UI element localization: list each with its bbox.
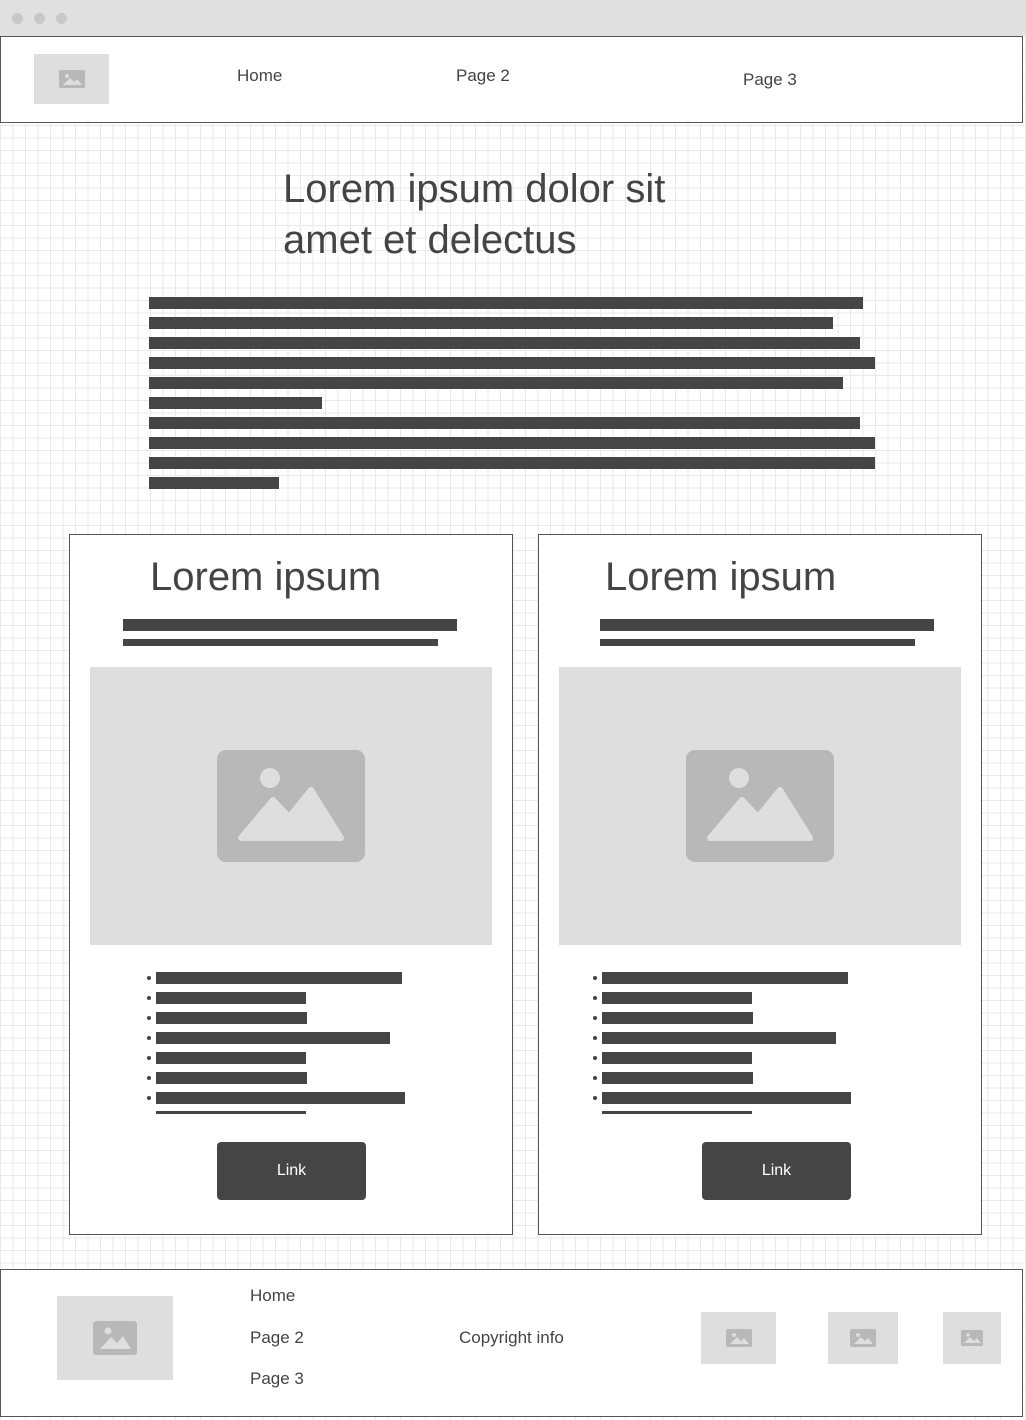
- list-item: [156, 1092, 405, 1104]
- window-minimize-dot[interactable]: [34, 13, 45, 24]
- card-link-button[interactable]: Link: [702, 1142, 851, 1200]
- image-placeholder-icon: [725, 1329, 752, 1347]
- text-line: [149, 377, 843, 389]
- window-maximize-dot[interactable]: [56, 13, 67, 24]
- text-line: [149, 357, 875, 369]
- card-title: Lorem ipsum: [605, 555, 837, 599]
- card-image: [90, 667, 492, 945]
- list-item: [602, 1111, 752, 1114]
- list-item: [602, 1092, 851, 1104]
- bullet: [147, 976, 151, 980]
- window-close-dot[interactable]: [12, 13, 23, 24]
- bullet: [593, 976, 597, 980]
- card: Lorem ipsum Link: [69, 534, 513, 1235]
- nav-home-link[interactable]: Home: [237, 66, 283, 85]
- bullet: [147, 1036, 151, 1040]
- list-item: [602, 1012, 753, 1024]
- bullet: [147, 1096, 151, 1100]
- nav-page2-link[interactable]: Page 2: [456, 66, 510, 85]
- text-line: [149, 477, 279, 489]
- image-placeholder-icon: [217, 750, 365, 862]
- list-item: [602, 1052, 752, 1064]
- social-icon[interactable]: [828, 1312, 898, 1364]
- list-item: [156, 992, 306, 1004]
- image-placeholder-icon: [686, 750, 834, 862]
- copyright-text: Copyright info: [459, 1328, 564, 1347]
- card-link-button[interactable]: Link: [217, 1142, 366, 1200]
- list-item: [602, 972, 848, 984]
- bullet: [593, 1016, 597, 1020]
- bullet: [593, 1036, 597, 1040]
- bullet: [593, 1076, 597, 1080]
- card-title: Lorem ipsum: [150, 555, 382, 599]
- image-placeholder-icon: [93, 1321, 137, 1355]
- image-placeholder-icon: [961, 1330, 983, 1346]
- bullet: [593, 1096, 597, 1100]
- list-item: [602, 992, 752, 1004]
- page-title: Lorem ipsum dolor sit amet et delectus: [283, 164, 763, 266]
- bullet: [593, 1056, 597, 1060]
- image-placeholder-icon: [58, 70, 85, 88]
- card: Lorem ipsum Link: [538, 534, 982, 1235]
- text-line: [149, 437, 875, 449]
- list-item: [602, 1032, 836, 1044]
- bullet: [147, 996, 151, 1000]
- browser-chrome: [0, 0, 1026, 36]
- text-line: [149, 297, 863, 309]
- text-line: [600, 619, 934, 631]
- list-item: [156, 972, 402, 984]
- list-item: [156, 1072, 307, 1084]
- text-line: [149, 337, 860, 349]
- footer-page3-link[interactable]: Page 3: [250, 1369, 304, 1388]
- list-item: [156, 1032, 390, 1044]
- text-line: [149, 417, 860, 429]
- site-header: [0, 36, 1023, 123]
- list-item: [156, 1111, 306, 1114]
- social-icon[interactable]: [701, 1312, 776, 1364]
- page-title-line2: amet et delectus: [283, 218, 577, 262]
- text-line: [149, 397, 322, 409]
- footer-logo[interactable]: [57, 1296, 173, 1380]
- list-item: [602, 1072, 753, 1084]
- card-image: [559, 667, 961, 945]
- nav-page3-link[interactable]: Page 3: [743, 70, 797, 89]
- bullet: [593, 996, 597, 1000]
- image-placeholder-icon: [850, 1329, 876, 1347]
- list-item: [156, 1012, 307, 1024]
- logo[interactable]: [34, 54, 109, 104]
- text-line: [149, 457, 875, 469]
- list-item: [156, 1052, 306, 1064]
- text-line: [123, 639, 438, 646]
- text-line: [149, 317, 833, 329]
- text-line: [123, 619, 457, 631]
- footer-page2-link[interactable]: Page 2: [250, 1328, 304, 1347]
- social-icon[interactable]: [943, 1312, 1001, 1364]
- bullet: [147, 1056, 151, 1060]
- page-title-line1: Lorem ipsum dolor sit: [283, 167, 666, 211]
- footer-home-link[interactable]: Home: [250, 1286, 296, 1305]
- bullet: [147, 1016, 151, 1020]
- bullet: [147, 1076, 151, 1080]
- text-line: [600, 639, 915, 646]
